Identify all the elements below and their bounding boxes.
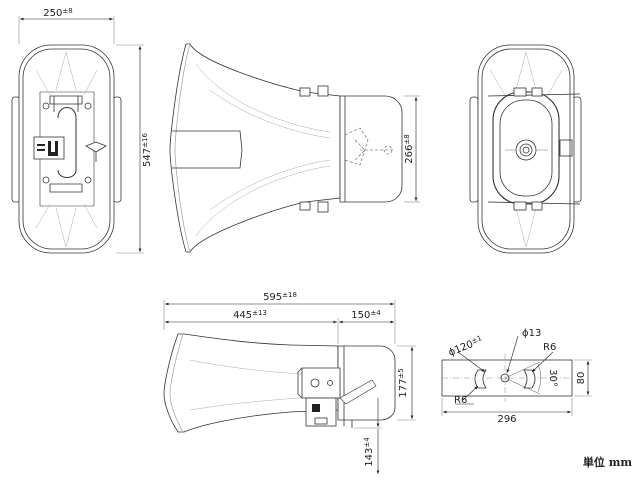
dim-bracket-height: 143±4 [363,437,375,467]
dim-throat-height: 266±8 [403,134,415,163]
dim-bracket-width: 296 [497,414,516,425]
dim-bracket-hole-circle: ϕ120±1 [447,334,485,359]
dim-radius-left: R6 [454,395,467,406]
dim-overall-length: 595±18 [263,291,297,303]
side-view-horn [169,43,403,253]
bottom-side-view [163,333,396,433]
dim-radius-right: R6 [543,342,556,353]
dim-bracket-hole-dia: ϕ13 [522,328,541,339]
front-view [11,44,122,254]
dim-front-width: 250±8 [43,7,72,19]
dim-bracket-depth: 80 [576,372,587,385]
dim-bracket-angle: 30° [547,369,558,387]
rear-view [469,44,582,254]
dim-bottom-height: 177±5 [397,368,409,397]
dim-horn-length: 445±13 [233,309,267,321]
unit-label: 単位 mm [582,456,632,469]
bracket-detail [441,335,573,405]
dim-front-height: 547±16 [141,133,153,167]
dim-driver-length: 150±4 [351,309,381,321]
